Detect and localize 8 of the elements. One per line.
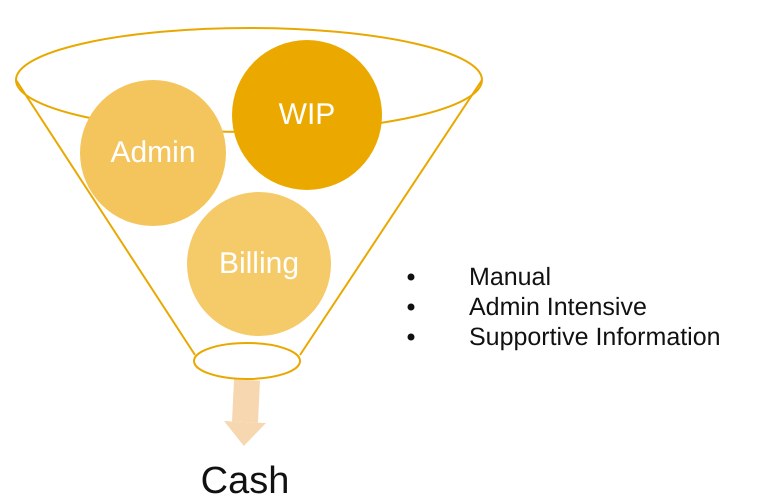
result-label: Cash: [170, 460, 320, 503]
stage-circle: Admin: [80, 80, 226, 226]
bullet-text: Admin Intensive: [469, 293, 647, 321]
bullet-text: Supportive Information: [469, 323, 721, 351]
stage-circle: Billing: [187, 192, 331, 336]
stage-circle: WIP: [232, 40, 382, 190]
block-arrow: [224, 379, 266, 446]
bullet-text: Manual: [469, 263, 551, 291]
